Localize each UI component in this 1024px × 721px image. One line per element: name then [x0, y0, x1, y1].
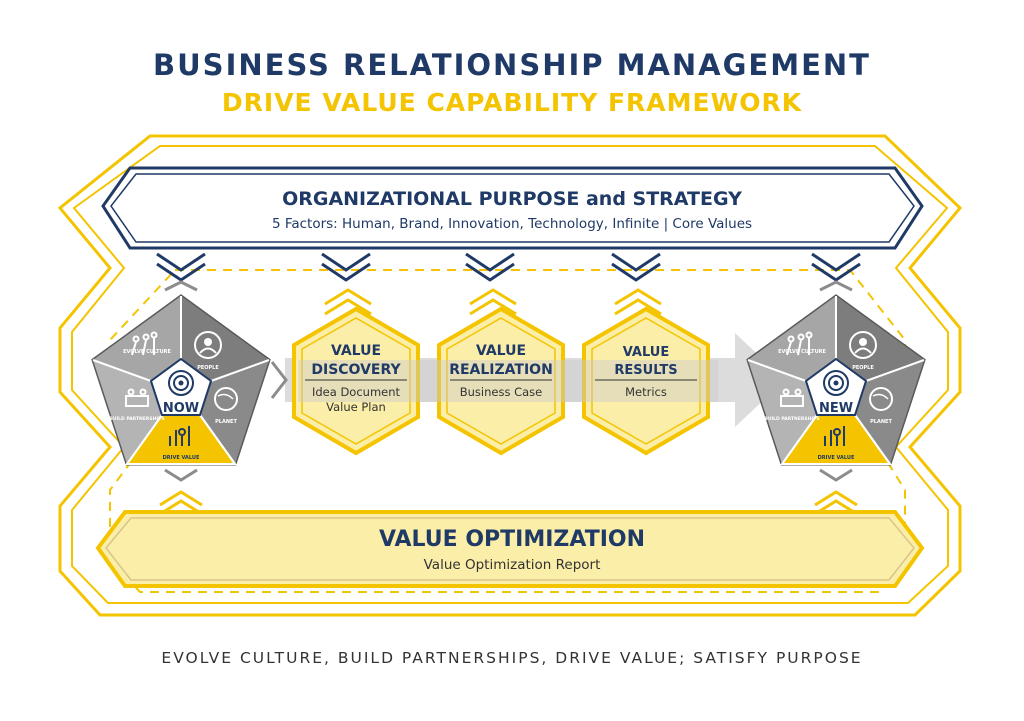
stage-discovery-line2: DISCOVERY — [311, 362, 401, 378]
culture-icon — [131, 331, 158, 356]
stage-realization-line2: REALIZATION — [449, 362, 553, 378]
page-subtitle: DRIVE VALUE CAPABILITY FRAMEWORK — [221, 88, 803, 117]
new-label: NEW — [819, 401, 853, 416]
strategy-detail: 5 Factors: Human, Brand, Innovation, Tec… — [272, 216, 752, 232]
culture-icon — [786, 331, 813, 356]
stage-realization-item: Business Case — [460, 385, 543, 399]
now-label: NOW — [163, 401, 199, 416]
stage-discovery-item: Value Plan — [326, 400, 386, 414]
segment-evolve-culture: EVOLVE CULTURE — [123, 349, 171, 355]
planet-icon — [869, 387, 893, 411]
chevron-down-icon — [811, 252, 861, 282]
segment-people: PEOPLE — [852, 365, 874, 371]
optimization-heading: VALUE OPTIMIZATION — [379, 527, 645, 552]
outer-frame — [57, 134, 963, 617]
hexagon-value-results — [582, 306, 710, 456]
optimization-detail: Value Optimization Report — [424, 557, 601, 573]
segment-people: PEOPLE — [197, 365, 219, 371]
pentagon-new — [746, 294, 926, 466]
segment-drive-value: DRIVE VALUE — [818, 455, 855, 461]
segment-planet: PLANET — [215, 419, 237, 425]
pentagon-connectors — [164, 280, 853, 482]
segment-drive-value: DRIVE VALUE — [163, 455, 200, 461]
stage-results-line2: RESULTS — [614, 363, 677, 378]
people-icon — [194, 331, 222, 359]
people-icon — [849, 331, 877, 359]
left-flow-chevron — [270, 361, 288, 399]
segment-build-partnerships: BUILD PARTNERSHIPS — [764, 416, 819, 422]
hexagon-value-realization — [437, 306, 565, 456]
flow-band-overlay — [298, 360, 718, 402]
hexagon-value-discovery — [292, 306, 420, 456]
partnership-icon — [780, 388, 804, 407]
segment-build-partnerships: BUILD PARTNERSHIPS — [109, 416, 164, 422]
planet-icon — [214, 387, 238, 411]
segment-evolve-culture: EVOLVE CULTURE — [778, 349, 826, 355]
growth-icon — [824, 426, 845, 446]
stage-results-item: Metrics — [625, 385, 667, 399]
stage-discovery-line1: VALUE — [331, 343, 381, 359]
pentagon-up-chevrons — [159, 490, 858, 516]
chevron-down-icon — [465, 252, 515, 282]
chevron-down-icon — [156, 252, 206, 282]
banner-chevrons — [156, 252, 861, 282]
hex-up-chevrons — [324, 288, 662, 316]
stage-results-line1: VALUE — [623, 345, 670, 360]
target-icon — [823, 370, 849, 396]
target-icon — [168, 370, 194, 396]
chevron-down-icon — [321, 252, 371, 282]
pentagon-now — [91, 294, 271, 466]
strategy-banner — [101, 166, 924, 250]
chevron-down-icon — [611, 252, 661, 282]
footer-tagline: EVOLVE CULTURE, BUILD PARTNERSHIPS, DRIV… — [161, 649, 863, 667]
partnership-icon — [125, 388, 149, 407]
growth-icon — [169, 426, 190, 446]
stage-discovery-item: Idea Document — [312, 385, 401, 399]
optimization-banner — [95, 510, 925, 588]
segment-planet: PLANET — [870, 419, 892, 425]
page-title: BUSINESS RELATIONSHIP MANAGEMENT — [153, 48, 871, 82]
strategy-heading: ORGANIZATIONAL PURPOSE and STRATEGY — [282, 188, 742, 210]
stage-realization-line1: VALUE — [476, 343, 526, 359]
